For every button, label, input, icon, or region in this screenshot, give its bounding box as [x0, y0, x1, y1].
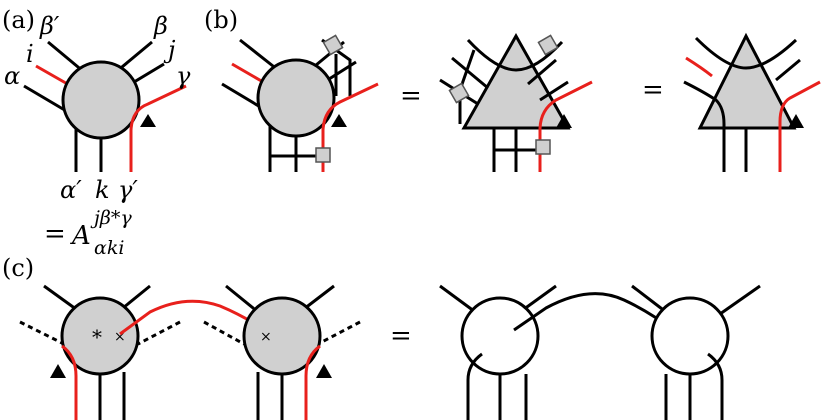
c2-leg-dashed-left: [203, 320, 245, 346]
b1-red-path: [321, 82, 379, 172]
label-i: i: [26, 40, 34, 68]
label-alpha: α: [4, 62, 20, 90]
panel-b-tag: (b): [204, 6, 238, 34]
label-gamma: γ: [176, 62, 191, 90]
leg-gamma-path: [129, 84, 187, 172]
formula-superscript: jβ*γ: [90, 207, 132, 229]
label-gamma-prime: γ′: [118, 176, 138, 204]
label-j: j: [163, 36, 176, 64]
panel-a: (a) β′ β i j α γ α′ k γ′ = A jβ*γ αki: [2, 6, 191, 259]
b1-gauge-square-top: [322, 34, 344, 56]
tensor-disc-c1: [60, 296, 140, 376]
label-alpha-prime: α′: [60, 176, 82, 204]
b3-leg-left-bend: [683, 80, 726, 172]
c1-cross: ×: [114, 329, 126, 345]
b2-gauge-square-top: [537, 34, 559, 56]
c1-red-lower: [61, 344, 78, 420]
orientation-triangle-c1: [50, 364, 66, 378]
c2-leg-ul: [225, 284, 259, 314]
orientation-triangle-b2: [556, 114, 572, 128]
tensor-disc-c2: [242, 296, 322, 376]
b2-gauge-square-left: [448, 82, 470, 104]
leg-alpha: [23, 84, 69, 114]
orientation-triangle-a: [140, 114, 156, 127]
b3-leg-ur1: [775, 58, 801, 82]
tensor-disc-b1: [256, 58, 336, 138]
orientation-triangle-b3: [788, 114, 804, 128]
b2-top-loop: [466, 38, 564, 72]
b-equals-2: =: [642, 75, 664, 105]
b2-leg-ul1: [451, 56, 489, 90]
c1-star: *: [92, 325, 102, 349]
orientation-triangle-c2: [316, 364, 332, 378]
b-equals-1: =: [400, 81, 422, 111]
panel-c-tag: (c): [2, 254, 34, 282]
formula-base: A: [70, 221, 91, 251]
label-k: k: [95, 176, 110, 204]
panel-b: (b) = =: [204, 6, 821, 172]
b2-red-path: [538, 80, 593, 172]
c2-cross: ×: [260, 329, 272, 345]
b1-leg-ul1: [239, 38, 279, 72]
b2-leg-ur1: [527, 58, 557, 86]
c2-leg-dashed-right: [317, 320, 361, 346]
b3-red-path: [778, 80, 821, 172]
c-equals: =: [390, 321, 412, 351]
label-beta-prime: β′: [39, 12, 60, 40]
b2-leg-ur2: [539, 80, 569, 102]
c3-bend-left: [466, 352, 483, 420]
c1-leg-dashed-right: [137, 320, 181, 346]
formula-equals: =: [44, 219, 66, 249]
b1-gauge-square-bottom: [315, 147, 331, 163]
orientation-triangle-b1: [331, 114, 347, 127]
c4-bend-right: [707, 352, 724, 420]
label-beta: β: [153, 12, 168, 40]
formula-subscript: αki: [94, 237, 124, 259]
leg-beta-prime: [47, 40, 85, 74]
panel-c: (c) * × × =: [2, 254, 761, 420]
b3-red-short: [685, 56, 713, 78]
c2-red-lower: [304, 344, 321, 420]
tensor-disc-a: [61, 60, 141, 140]
c4-leg-ul1: [631, 284, 667, 314]
b1-leg-ul3: [221, 82, 263, 110]
c1-leg-dashed-left: [19, 320, 65, 346]
panel-a-tag: (a): [2, 6, 35, 34]
b3-top-loop: [694, 36, 798, 70]
b2-gauge-square-bottom: [535, 139, 551, 155]
c4-leg-ur1: [719, 284, 761, 316]
